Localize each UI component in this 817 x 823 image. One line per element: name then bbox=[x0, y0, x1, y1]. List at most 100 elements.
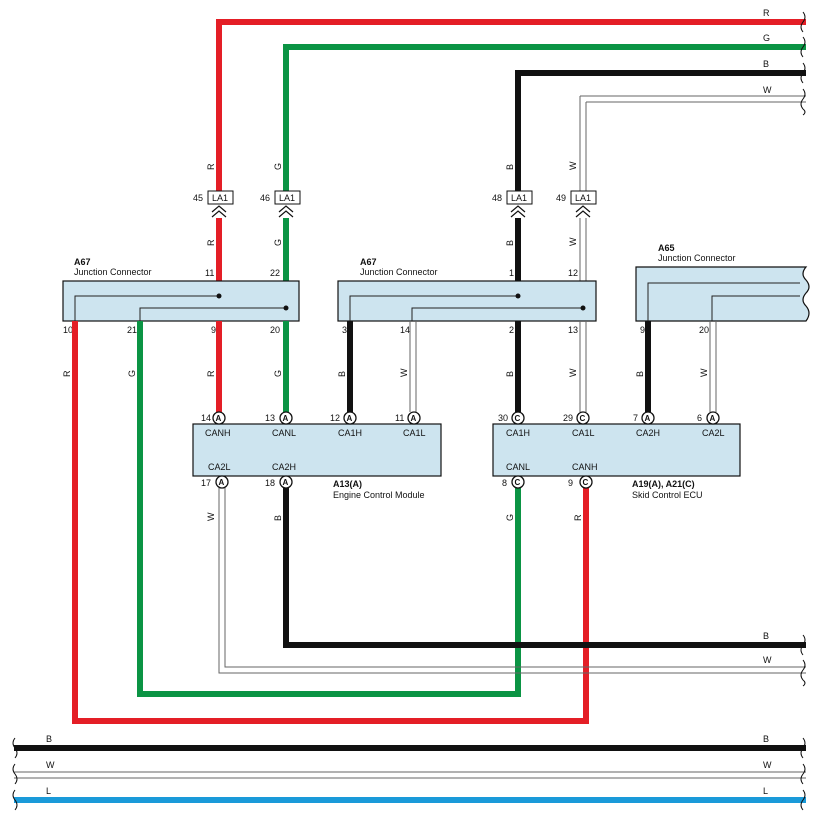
pin-12: 12 bbox=[568, 268, 578, 278]
terminal-pin: 17 bbox=[201, 478, 211, 488]
terminal-signal: CA1H bbox=[506, 428, 530, 438]
terminal-pin: 6 bbox=[697, 413, 702, 423]
pin-1: 1 bbox=[509, 268, 514, 278]
terminal-pin: 11 bbox=[395, 413, 404, 423]
terminal-code: C bbox=[583, 478, 589, 487]
terminal-code: C bbox=[580, 414, 586, 423]
terminal-signal: CANH bbox=[572, 462, 598, 472]
terminal-pin: 18 bbox=[265, 478, 275, 488]
wire-code-g-skid-out: G bbox=[505, 514, 515, 521]
wire-code-r-upper: R bbox=[206, 163, 216, 170]
inline-connector-49: LA1 49 bbox=[556, 190, 597, 218]
wire-code-b-lower-2: B bbox=[505, 371, 515, 377]
wire-code-w-lower-2: W bbox=[568, 368, 578, 377]
terminal-pin: 9 bbox=[568, 478, 573, 488]
pin-22: 22 bbox=[270, 268, 280, 278]
inline-connector-label: LA1 bbox=[511, 193, 527, 203]
skid-terminal-29: 29 C CA1L bbox=[563, 411, 595, 438]
pin-20: 20 bbox=[699, 325, 709, 335]
terminal-pin: 8 bbox=[502, 478, 507, 488]
wire-w-ca2l-out-b bbox=[224, 488, 806, 668]
terminal-signal: CA2L bbox=[208, 462, 231, 472]
inline-connector-45: LA1 45 bbox=[193, 190, 234, 218]
terminal-code: A bbox=[347, 414, 353, 423]
connector-id: A65 bbox=[658, 243, 675, 253]
terminal-code: A bbox=[219, 478, 225, 487]
terminal-code: A bbox=[283, 478, 289, 487]
terminal-signal: CA1L bbox=[572, 428, 595, 438]
wire-code-g-upper: G bbox=[273, 163, 283, 170]
wire-g-left-loop bbox=[137, 321, 521, 697]
connector-name: Junction Connector bbox=[658, 253, 736, 263]
wire-code-b-ecm-out: B bbox=[273, 515, 283, 521]
wire-w-ca2l-out-a bbox=[218, 488, 806, 674]
skid-terminal-7: 7 A CA2H bbox=[633, 411, 660, 438]
pin-13: 13 bbox=[568, 325, 578, 335]
connector-id: A67 bbox=[74, 257, 91, 267]
inline-connector-pin: 49 bbox=[556, 193, 566, 203]
inline-connector-pin: 45 bbox=[193, 193, 203, 203]
wire-code-w-top: W bbox=[763, 85, 772, 95]
wire-code-r-lower: R bbox=[206, 370, 216, 377]
connector-id: A67 bbox=[360, 257, 377, 267]
skid-terminal-8: CANL 8 C bbox=[502, 462, 530, 489]
wire-code-b-mid: B bbox=[505, 240, 515, 246]
inline-connector-48: LA1 48 bbox=[492, 190, 533, 218]
pin-2: 2 bbox=[509, 325, 514, 335]
pin-3: 3 bbox=[342, 325, 347, 335]
junction-connector-left: A67 Junction Connector 11 22 10 21 9 20 bbox=[62, 257, 300, 335]
ecm-terminal-17: CA2L 17 A bbox=[201, 462, 231, 489]
wire-code-r-top: R bbox=[763, 8, 770, 18]
wire-code-b-upper: B bbox=[505, 164, 515, 170]
wire-code-r-left: R bbox=[62, 370, 72, 377]
wire-code-g-left: G bbox=[127, 370, 137, 377]
wire-code-g-top: G bbox=[763, 33, 770, 43]
wire-code-g-mid: G bbox=[273, 239, 283, 246]
terminal-pin: 12 bbox=[330, 413, 340, 423]
terminal-pin: 14 bbox=[201, 413, 211, 423]
terminal-code: A bbox=[216, 414, 222, 423]
pin-14: 14 bbox=[400, 325, 410, 335]
pin-20: 20 bbox=[270, 325, 280, 335]
wire-code-b-bottom-left: B bbox=[46, 734, 52, 744]
ecm-terminal-12: 12 A CA1H bbox=[330, 411, 362, 438]
wire-code-b-bottom-right: B bbox=[763, 734, 769, 744]
terminal-signal: CA2H bbox=[272, 462, 296, 472]
skid-terminal-6: 6 A CA2L bbox=[697, 411, 725, 438]
wire-code-w-lower-3: W bbox=[699, 368, 709, 377]
terminal-signal: CA1H bbox=[338, 428, 362, 438]
pin-10: 10 bbox=[63, 325, 73, 335]
skid-control-ecu: 30 C CA1H 29 C CA1L 7 A CA2H 6 A CA2L CA… bbox=[492, 411, 741, 500]
wire-code-l-bottom-right: L bbox=[763, 786, 768, 796]
inline-connector-46: LA1 46 bbox=[260, 190, 301, 218]
inline-connector-pin: 46 bbox=[260, 193, 270, 203]
inline-connector-label: LA1 bbox=[212, 193, 228, 203]
terminal-code: C bbox=[515, 478, 521, 487]
wire-code-w-ecm-out: W bbox=[206, 512, 216, 521]
wire-code-r-mid: R bbox=[206, 239, 216, 246]
wire-code-g-lower: G bbox=[273, 370, 283, 377]
ecm-name: Engine Control Module bbox=[333, 490, 425, 500]
wire-code-w-bottom-left: W bbox=[46, 760, 55, 770]
inline-connector-label: LA1 bbox=[279, 193, 295, 203]
continuation-marks-bottom-left bbox=[12, 737, 18, 811]
terminal-code: A bbox=[645, 414, 651, 423]
wire-code-b-mid-right: B bbox=[763, 631, 769, 641]
skid-terminal-30: 30 C CA1H bbox=[498, 411, 530, 438]
wire-code-b-lower: B bbox=[337, 371, 347, 377]
skid-ecu-id: A19(A), A21(C) bbox=[632, 479, 695, 489]
connector-name: Junction Connector bbox=[74, 267, 152, 277]
ecm-terminal-18: CA2H 18 A bbox=[265, 462, 296, 489]
wire-code-w-mid-right: W bbox=[763, 655, 772, 665]
wire-code-w-lower: W bbox=[399, 368, 409, 377]
terminal-pin: 7 bbox=[633, 413, 638, 423]
ecm-id: A13(A) bbox=[333, 479, 362, 489]
terminal-code: C bbox=[515, 414, 521, 423]
continuation-marks-top bbox=[800, 11, 806, 116]
terminal-pin: 29 bbox=[563, 413, 573, 423]
terminal-code: A bbox=[283, 414, 289, 423]
wire-code-b-top: B bbox=[763, 59, 769, 69]
skid-ecu-name: Skid Control ECU bbox=[632, 490, 703, 500]
ecm-terminal-13: 13 A CANL bbox=[265, 411, 296, 438]
